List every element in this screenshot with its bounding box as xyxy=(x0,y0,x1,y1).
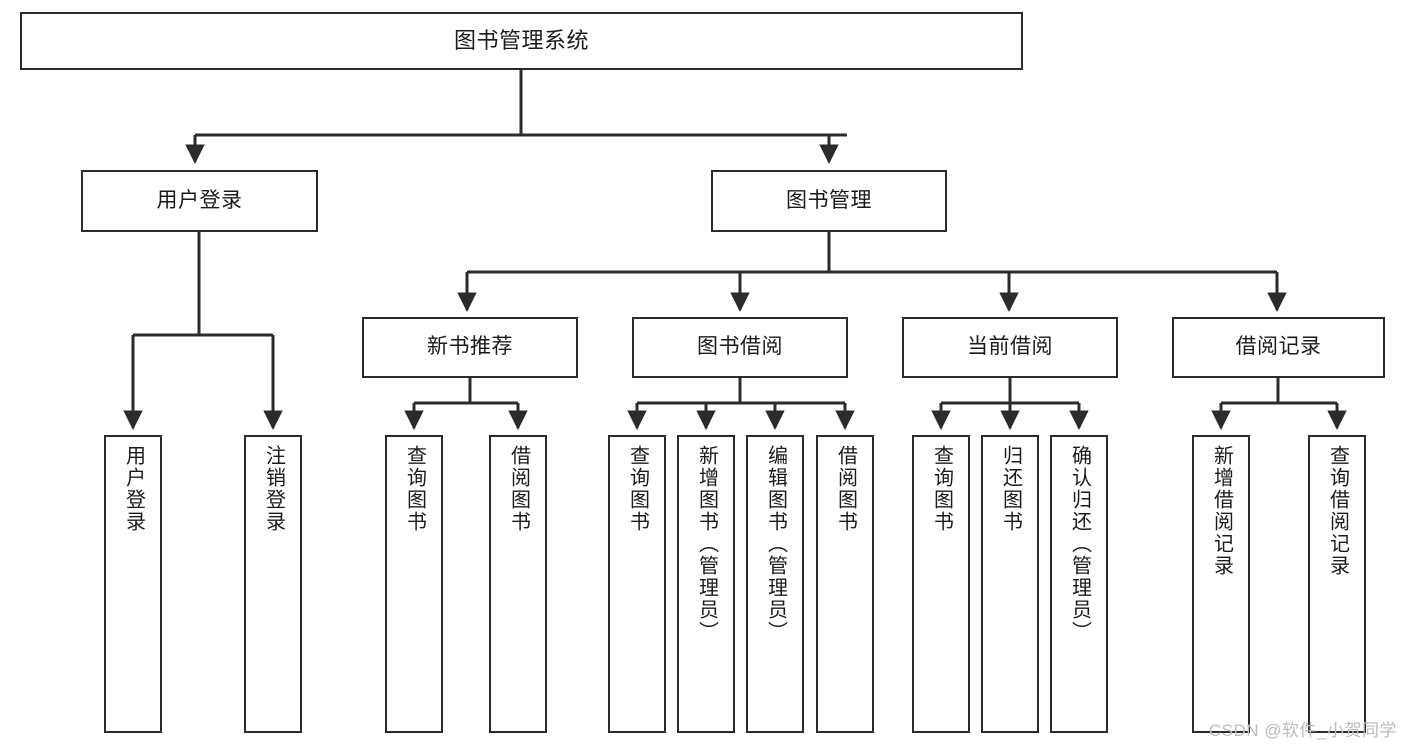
node-label: 图书管理系统 xyxy=(453,28,589,54)
leaf-recommend-query-book[interactable]: 查询图书 xyxy=(385,435,443,733)
leaf-user-login-login[interactable]: 用户登录 xyxy=(104,435,162,733)
node-current-borrow[interactable]: 当前借阅 xyxy=(902,317,1118,378)
node-label: 新增借阅记录 xyxy=(1210,445,1233,577)
leaf-record-query-record[interactable]: 查询借阅记录 xyxy=(1308,435,1366,733)
node-label: 借阅图书 xyxy=(507,445,530,533)
leaf-borrow-query-book[interactable]: 查询图书 xyxy=(608,435,666,733)
node-label: 查询图书 xyxy=(626,445,649,533)
node-label: 新书推荐 xyxy=(427,335,513,359)
node-label: 查询图书 xyxy=(403,445,426,533)
leaf-current-return-book[interactable]: 归还图书 xyxy=(981,435,1039,733)
node-label: 用户登录 xyxy=(156,188,243,212)
node-label: 确认归还（管理员） xyxy=(1068,445,1091,643)
node-user-login[interactable]: 用户登录 xyxy=(81,170,318,232)
node-label: 查询图书 xyxy=(930,445,953,533)
node-label: 用户登录 xyxy=(122,445,145,533)
node-label: 新增图书（管理员） xyxy=(695,445,718,643)
leaf-borrow-borrow-book[interactable]: 借阅图书 xyxy=(816,435,874,733)
leaf-borrow-edit-book-admin[interactable]: 编辑图书（管理员） xyxy=(746,435,804,733)
leaf-current-confirm-return-admin[interactable]: 确认归还（管理员） xyxy=(1050,435,1108,733)
leaf-current-query-book[interactable]: 查询图书 xyxy=(912,435,970,733)
leaf-borrow-add-book-admin[interactable]: 新增图书（管理员） xyxy=(677,435,735,733)
leaf-record-add-record[interactable]: 新增借阅记录 xyxy=(1192,435,1250,733)
node-new-book-recommend[interactable]: 新书推荐 xyxy=(362,317,578,378)
leaf-recommend-borrow-book[interactable]: 借阅图书 xyxy=(489,435,547,733)
node-book-management[interactable]: 图书管理 xyxy=(711,170,947,232)
node-label: 借阅图书 xyxy=(834,445,857,533)
node-root-system[interactable]: 图书管理系统 xyxy=(20,12,1023,70)
node-label: 图书管理 xyxy=(786,188,872,212)
node-label: 查询借阅记录 xyxy=(1326,445,1349,577)
node-label: 图书借阅 xyxy=(697,335,783,359)
node-label: 归还图书 xyxy=(999,445,1022,533)
node-label: 编辑图书（管理员） xyxy=(764,445,787,643)
node-book-borrow[interactable]: 图书借阅 xyxy=(632,317,848,378)
leaf-user-login-logout[interactable]: 注销登录 xyxy=(244,435,302,733)
watermark: CSDN @软件_小贺同学 xyxy=(1208,721,1397,740)
node-label: 借阅记录 xyxy=(1235,335,1322,359)
node-borrow-record[interactable]: 借阅记录 xyxy=(1172,317,1385,378)
node-label: 当前借阅 xyxy=(967,335,1053,359)
node-label: 注销登录 xyxy=(262,445,285,533)
